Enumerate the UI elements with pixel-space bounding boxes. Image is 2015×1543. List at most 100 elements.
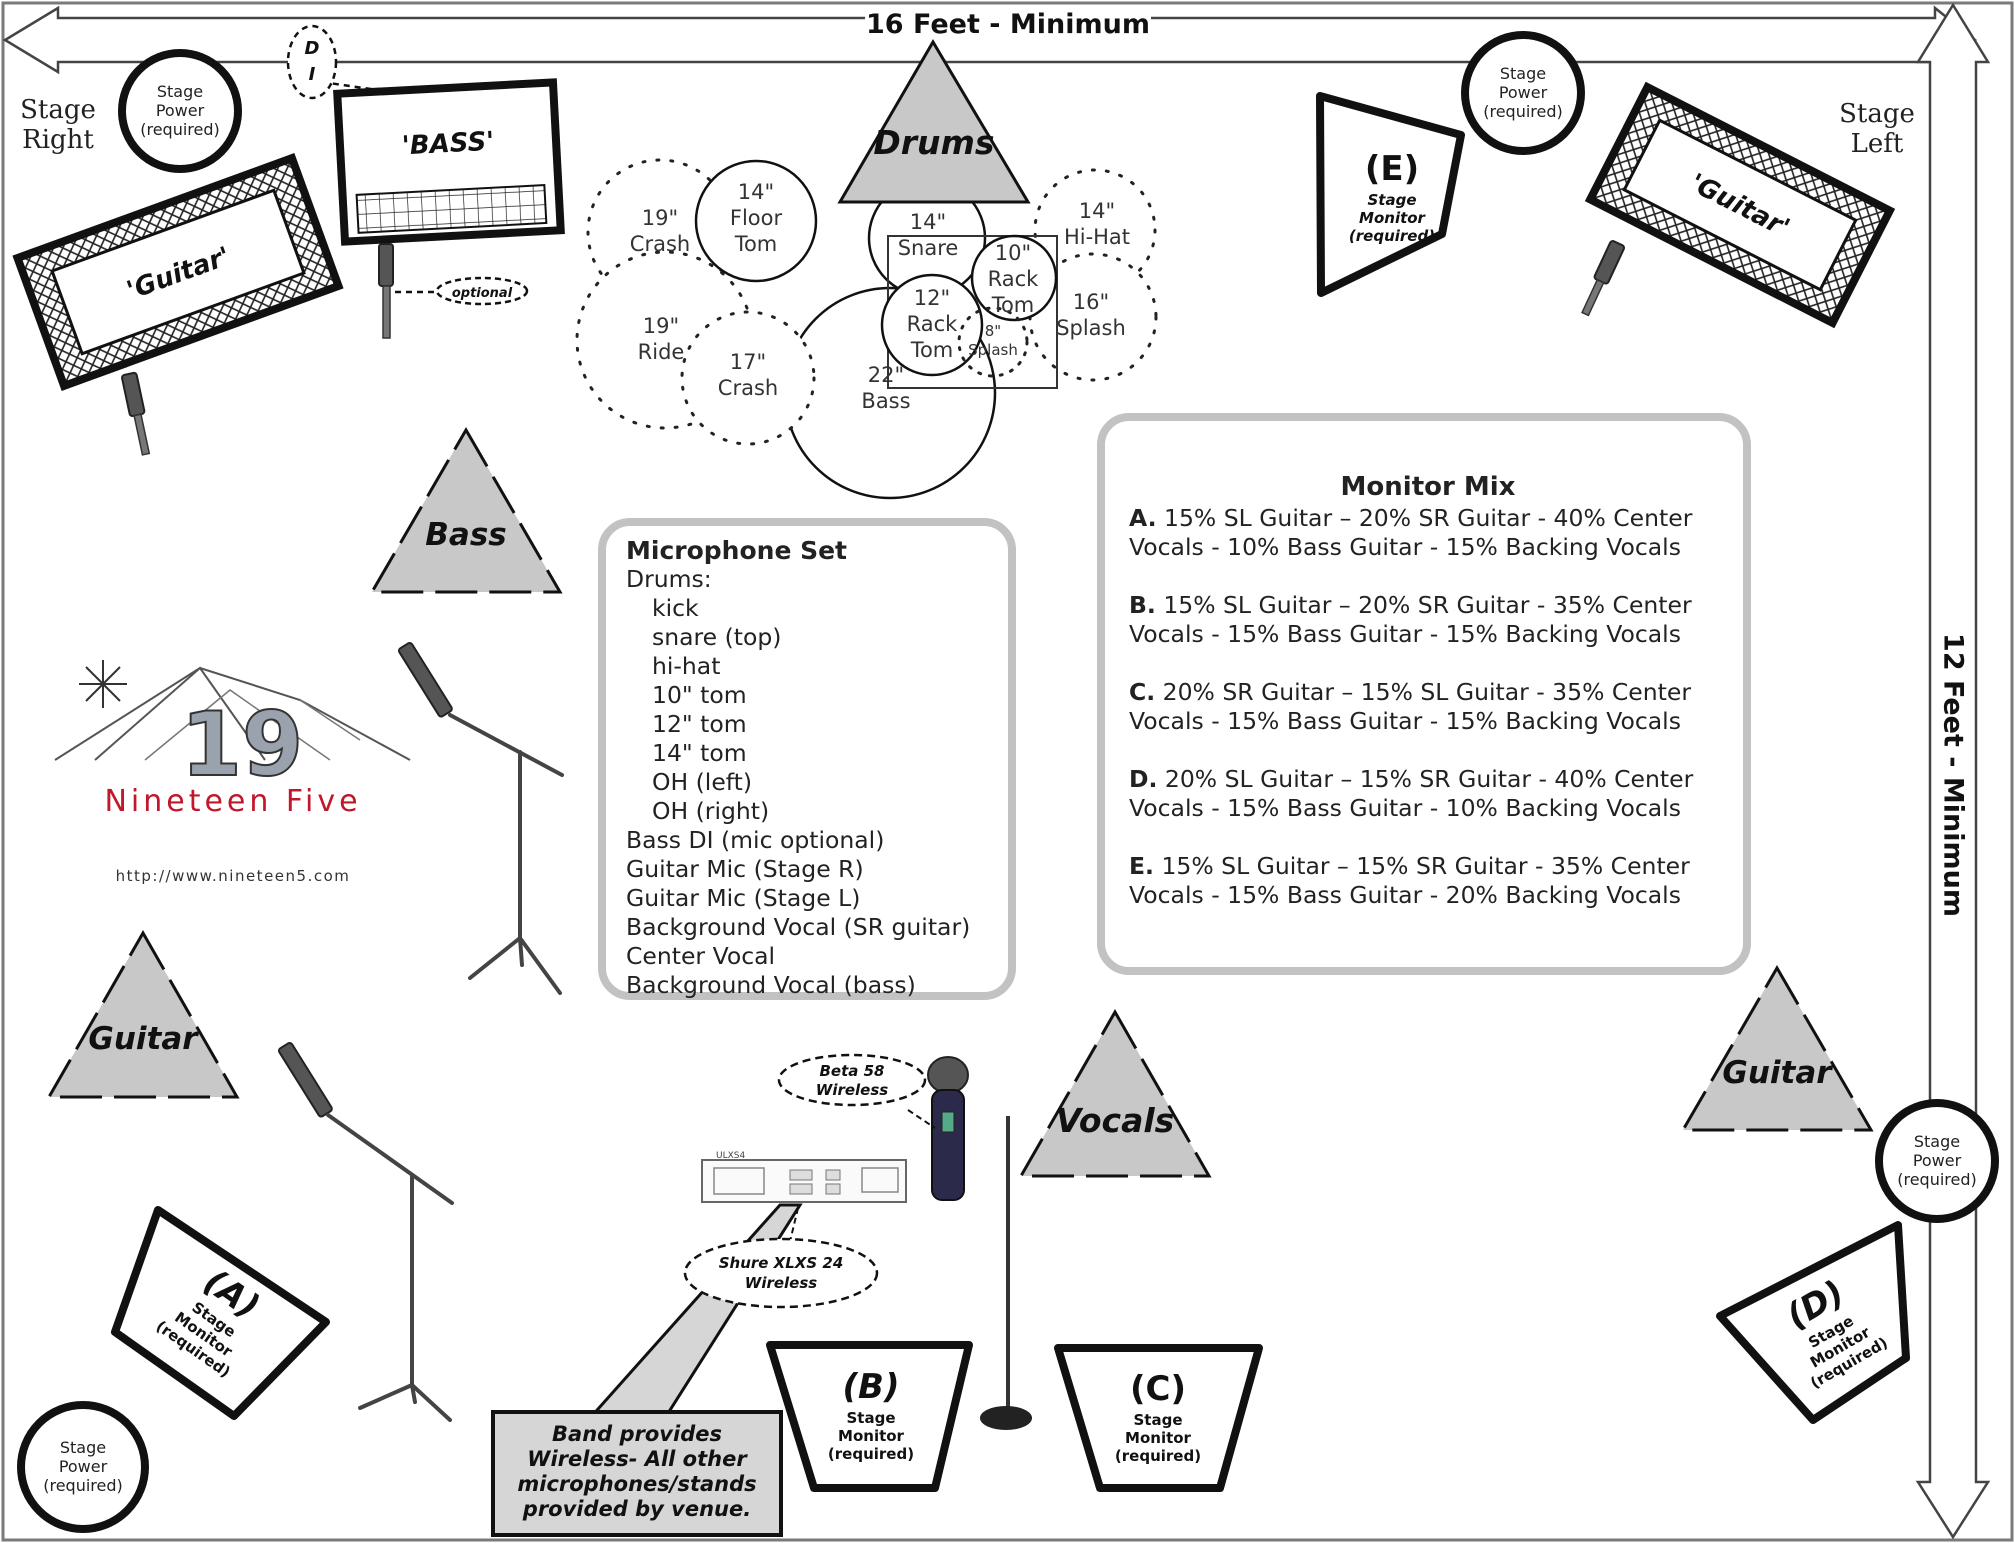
splash16-label-line2: Splash <box>1056 316 1126 340</box>
monitor-mix-panel: Monitor Mix A. 15% SL Guitar – 20% SR Gu… <box>1097 413 1751 975</box>
beta58-callout: Beta 58 Wireless <box>777 1053 936 1129</box>
stage-monitor-c: (C) Stage Monitor (required) <box>1054 1344 1263 1492</box>
crash17-label-line2: Crash <box>718 376 778 400</box>
wireless-note-line1: Band provides <box>552 1422 722 1446</box>
crash17-label-line1: 17" <box>730 350 766 374</box>
mix-key: D. <box>1129 765 1158 793</box>
stage-left-label-line1: Stage <box>1839 99 1915 129</box>
rack-tom-12 <box>880 273 984 377</box>
drum-kit: 19" Crash 14" Floor Tom 14" Snare 14" Hi… <box>575 158 1158 500</box>
mic-item: Guitar Mic (Stage R) <box>626 855 864 883</box>
ride-label-line1: 19" <box>643 314 679 338</box>
drums-position-marker: Drums <box>837 39 1031 204</box>
mix-line2: Vocals - 15% Bass Guitar - 20% Backing V… <box>1129 881 1681 909</box>
splash8-label-line1: 8" <box>985 322 1001 340</box>
rack10-label-line3: Tom <box>991 293 1035 317</box>
power-label-line2: Power <box>156 101 205 120</box>
crash-17-cymbal <box>680 310 816 446</box>
floor-tom-label-line3: Tom <box>734 232 778 256</box>
power-label-line1: Stage <box>157 82 203 101</box>
stage-power-top-left: Stage Power (required) <box>118 49 242 173</box>
mix-key: B. <box>1129 591 1156 619</box>
monitor-label-line3: (required) <box>828 1445 914 1463</box>
mix-key: A. <box>1129 504 1157 532</box>
depth-label-bg <box>1936 620 1970 930</box>
monitor-mix-entry-e: E. 15% SL Guitar – 15% SR Guitar - 35% C… <box>1129 852 1727 910</box>
guitar-amp-stage-right-mic <box>121 371 151 456</box>
mix-line2: Vocals - 15% Bass Guitar - 15% Backing V… <box>1129 620 1681 648</box>
guitar-marker-label: Guitar <box>88 1021 199 1057</box>
power-label-line3: (required) <box>43 1476 123 1495</box>
stage-power-top-center: Stage Power (required) <box>1461 31 1585 155</box>
shure-label-line2: Wireless <box>745 1274 818 1292</box>
monitor-b-label: (B) <box>843 1367 900 1407</box>
monitor-label-line1: Stage <box>1133 1411 1182 1429</box>
drum-mic-item: 10" tom <box>652 681 747 709</box>
monitor-label-line2: Monitor <box>1125 1429 1192 1447</box>
monitor-mix-entry-d: D. 20% SL Guitar – 15% SR Guitar - 40% C… <box>1129 765 1727 823</box>
wireless-callout-pointer <box>586 1203 803 1420</box>
rack10-label-line1: 10" <box>995 241 1031 265</box>
mix-line1: 20% SR Guitar – 15% SL Guitar - 35% Cent… <box>1155 678 1691 706</box>
stage-power-bottom-right: Stage Power (required) <box>1875 1099 1999 1223</box>
power-label-line2: Power <box>1913 1151 1962 1170</box>
rack12-label-line1: 12" <box>914 286 950 310</box>
di-label-line2: I <box>309 64 316 85</box>
floor-tom-label-line1: 14" <box>738 180 774 204</box>
wireless-note-line4: provided by venue. <box>522 1497 751 1521</box>
floor-tom <box>694 159 818 283</box>
mix-line1: 20% SL Guitar – 15% SR Guitar - 40% Cent… <box>1157 765 1694 793</box>
drum-mic-item: kick <box>652 594 699 622</box>
mic-stand-center-vocal <box>980 1116 1032 1430</box>
optional-label: optional <box>452 286 513 301</box>
microphone-set-panel: Microphone Set Drums: kick snare (top) h… <box>598 518 1016 1000</box>
depth-dimension-label: 12 Feet - Minimum <box>1938 633 1969 917</box>
monitor-mix-entry-b: B. 15% SL Guitar – 20% SR Guitar - 35% C… <box>1129 591 1727 649</box>
vocals-marker-label: Vocals <box>1056 1101 1175 1140</box>
mic-item: Center Vocal <box>626 942 776 970</box>
rack-tom-10 <box>970 234 1058 322</box>
crash19-label-line1: 19" <box>642 206 678 230</box>
mic-stand-bass <box>398 641 564 995</box>
power-label-line3: (required) <box>1483 102 1563 121</box>
di-label-line1: D <box>305 38 320 59</box>
splash-8-cymbal <box>957 306 1029 378</box>
drum-mic-item: 14" tom <box>652 739 747 767</box>
guitar-stage-right-position-marker: Guitar <box>46 929 240 1099</box>
mix-line2: Vocals - 15% Bass Guitar - 10% Backing V… <box>1129 794 1681 822</box>
rack12-label-line2: Rack <box>907 312 959 336</box>
mix-key: C. <box>1129 678 1156 706</box>
stage-monitor-e: (E) Stage Monitor (required) <box>1316 92 1465 297</box>
rack10-label-line2: Rack <box>988 267 1040 291</box>
power-label-line1: Stage <box>1914 1132 1960 1151</box>
drums-heading: Drums: <box>626 565 712 593</box>
monitor-label-line1: Stage <box>1367 191 1416 209</box>
monitor-mix-entry-a: A. 15% SL Guitar – 20% SR Guitar - 40% C… <box>1129 504 1727 562</box>
bass-amp-label: 'BASS' <box>401 127 495 162</box>
floor-tom-label-line2: Floor <box>730 206 783 230</box>
wireless-note-line2: Wireless- All other <box>527 1447 748 1471</box>
monitor-e-label: (E) <box>1365 149 1419 189</box>
receiver-model-label: ULXS4 <box>716 1151 745 1161</box>
power-label-line3: (required) <box>1897 1170 1977 1189</box>
stage-right-label-line1: Stage <box>20 95 96 125</box>
monitor-label-line2: Monitor <box>838 1427 905 1445</box>
logo-number: 19 <box>181 693 303 796</box>
beta58-label-line2: Wireless <box>816 1081 889 1099</box>
width-label-bg <box>865 6 1151 40</box>
monitor-label-line3: (required) <box>1349 227 1435 245</box>
mix-line1: 15% SL Guitar – 15% SR Guitar - 35% Cent… <box>1153 852 1690 880</box>
mic-item: Background Vocal (SR guitar) <box>626 913 971 941</box>
hihat-label-line1: 14" <box>1079 199 1115 223</box>
mic-item: Bass DI (mic optional) <box>626 826 885 854</box>
logo-name: Nineteen Five <box>104 784 361 819</box>
stage-power-bottom-left: Stage Power (required) <box>17 1401 149 1533</box>
shure-label-line1: Shure XLXS 24 <box>719 1254 844 1272</box>
mix-line1: 15% SL Guitar – 20% SR Guitar - 35% Cent… <box>1155 591 1692 619</box>
bass-amp-mic: optional <box>378 243 529 339</box>
logo-url: http://www.nineteen5.com <box>116 867 351 885</box>
star-icon <box>79 660 127 708</box>
